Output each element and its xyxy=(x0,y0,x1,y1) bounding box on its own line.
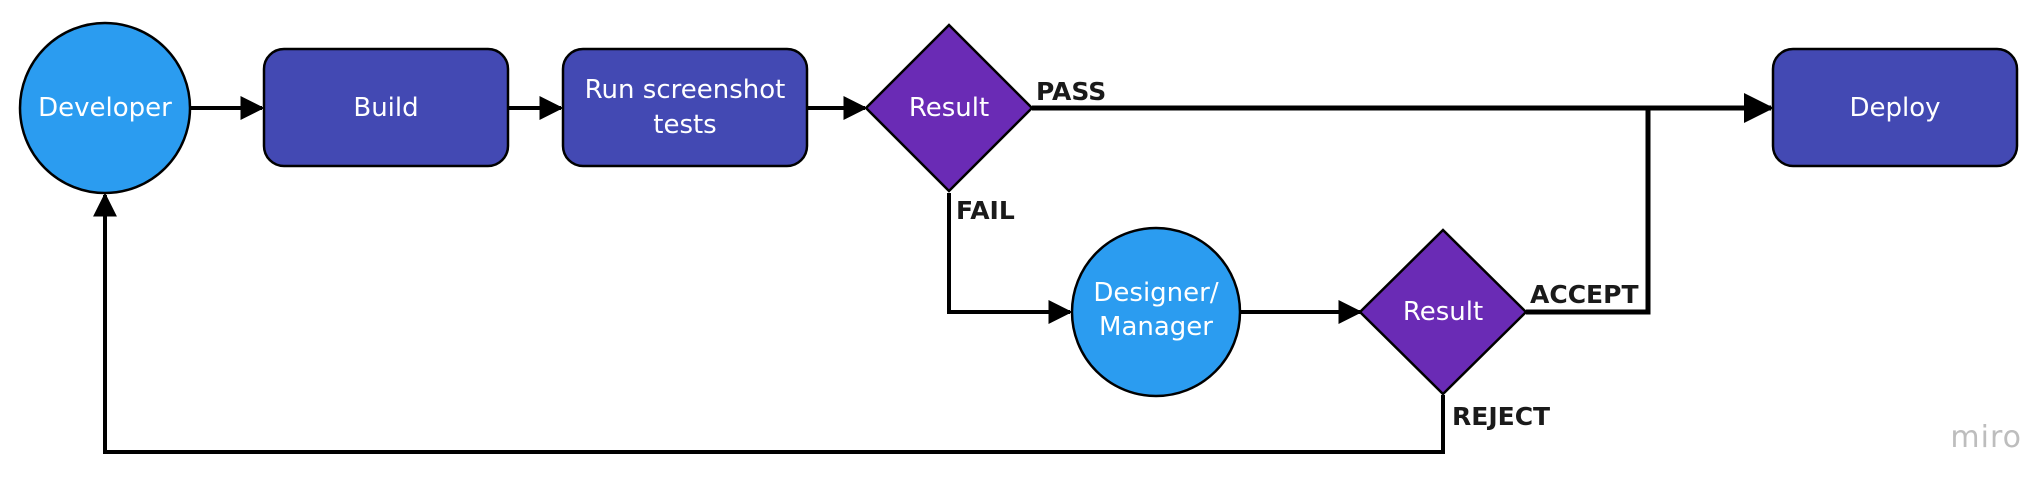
run-tests-box xyxy=(561,47,809,168)
build-label: Build xyxy=(353,93,418,123)
node-result-1[interactable]: Result xyxy=(864,23,1034,193)
deploy-label: Deploy xyxy=(1849,93,1940,123)
designer-label-line2: Manager xyxy=(1099,312,1213,342)
node-designer-manager[interactable]: Designer/ Manager xyxy=(1070,226,1242,398)
miro-logo: miro xyxy=(1950,420,2022,455)
developer-circle xyxy=(18,21,192,195)
edge-label-accept: ACCEPT xyxy=(1530,280,1639,309)
result-1-diamond xyxy=(864,23,1034,193)
edge-label-fail: FAIL xyxy=(956,196,1015,225)
node-developer[interactable]: Developer xyxy=(18,21,192,195)
node-run-screenshot-tests[interactable]: Run screenshot tests xyxy=(561,47,809,168)
designer-circle xyxy=(1070,226,1242,398)
result-2-diamond xyxy=(1358,228,1528,396)
edge-accept xyxy=(1526,108,1651,315)
node-build[interactable]: Build xyxy=(262,47,510,168)
result-2-label: Result xyxy=(1403,297,1483,327)
edges xyxy=(93,93,1774,454)
designer-label-line1: Designer/ xyxy=(1093,278,1218,308)
result-1-label: Result xyxy=(909,93,989,123)
deploy-box xyxy=(1771,47,2019,168)
build-box xyxy=(262,47,510,168)
edge-reject xyxy=(93,192,1445,454)
edge-fail xyxy=(947,193,1073,324)
edge-label-reject: REJECT xyxy=(1452,402,1550,431)
run-tests-label-line1: Run screenshot xyxy=(585,75,786,105)
node-result-2[interactable]: Result xyxy=(1358,228,1528,396)
edge-label-pass: PASS xyxy=(1036,77,1106,106)
node-deploy[interactable]: Deploy xyxy=(1771,47,2019,168)
developer-label: Developer xyxy=(38,93,172,123)
run-tests-label-line2: tests xyxy=(653,110,716,140)
